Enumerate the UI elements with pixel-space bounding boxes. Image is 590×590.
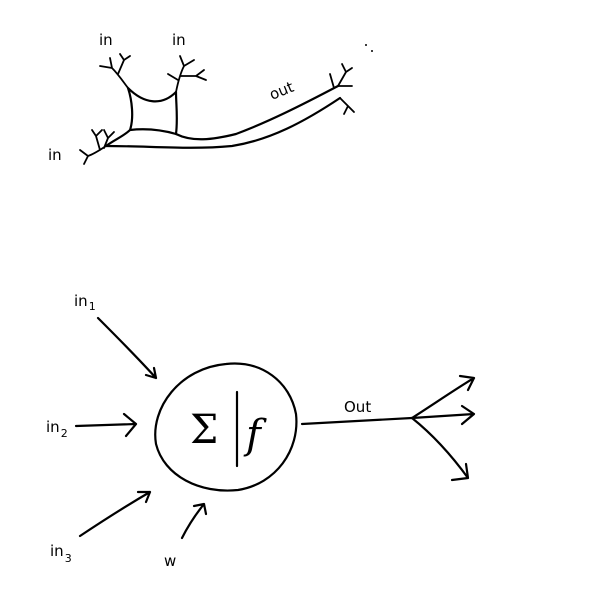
neuron-soma — [104, 86, 178, 148]
perceptron: Σ f in1 in2 in3 w Out — [46, 292, 476, 570]
dendrite-top-right — [167, 55, 207, 93]
weight-label: w — [164, 552, 176, 570]
output-branch-down — [410, 416, 470, 482]
sum-symbol: Σ — [190, 407, 218, 453]
output-branch-up — [410, 374, 476, 420]
output-line — [300, 416, 414, 426]
neuron-input-label-left: in — [48, 146, 62, 164]
input-arrow-3 — [78, 490, 152, 538]
dendrite-left — [79, 129, 115, 165]
stray-dot — [371, 50, 373, 52]
output-label: Out — [344, 398, 371, 416]
neuron-output-label: out — [267, 78, 297, 104]
input-label-1: in1 — [74, 292, 96, 313]
neuron-input-label-top-left: in — [99, 31, 113, 49]
perceptron-body — [154, 362, 298, 492]
output-branch-mid — [410, 404, 476, 426]
biological-neuron: in in in out — [48, 31, 373, 165]
weight-arrow — [180, 502, 208, 540]
input-arrow-1 — [96, 316, 158, 380]
neuron-input-label-top-right: in — [172, 31, 186, 49]
dendrite-top-left — [99, 53, 131, 89]
axon-terminal — [329, 63, 355, 115]
input-label-2: in2 — [46, 418, 68, 440]
input-label-3: in3 — [50, 542, 72, 565]
input-arrow-2 — [74, 412, 138, 438]
neuron-axon-lower — [104, 96, 342, 149]
neuron-axon-upper — [174, 84, 340, 141]
activation-symbol: f — [243, 412, 267, 458]
stray-dot — [365, 44, 367, 46]
